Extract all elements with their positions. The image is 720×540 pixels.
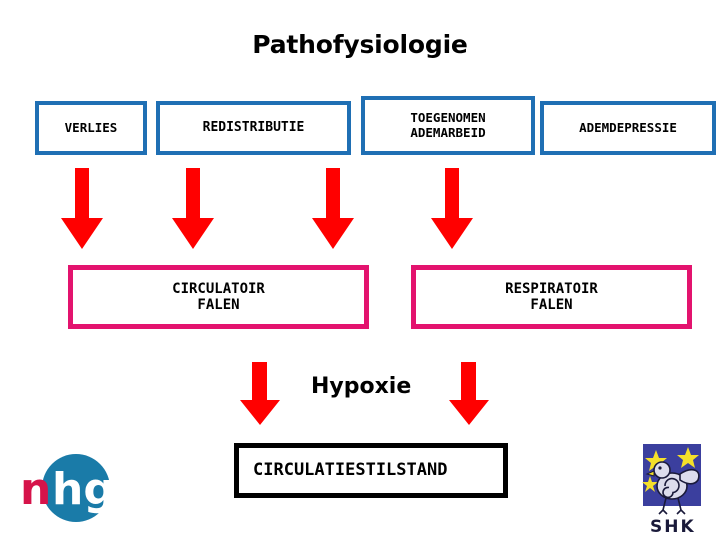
down-arrow-1 — [60, 168, 104, 250]
cause-box-toegenomen-ademarbeid-line1: TOEGENOMEN — [410, 110, 486, 126]
nhg-logo: n hg — [18, 452, 128, 528]
down-arrow-5 — [239, 362, 281, 426]
failure-box-circulatoir-line2: FALEN — [197, 297, 240, 313]
cause-box-toegenomen-ademarbeid-line2: ADEMARBEID — [410, 124, 486, 140]
outcome-box-circulatiestilstand[interactable]: CIRCULATIESTILSTAND — [234, 443, 508, 498]
failure-box-respiratoir-line2: FALEN — [530, 297, 573, 313]
cause-box-toegenomen-ademarbeid[interactable]: TOEGENOMEN ADEMARBEID — [361, 96, 535, 155]
failure-box-circulatoir-line1: CIRCULATOIR — [172, 280, 265, 297]
failure-box-respiratoir[interactable]: RESPIRATOIR FALEN — [411, 265, 692, 329]
cause-box-verlies-label: VERLIES — [64, 119, 118, 135]
down-arrow-3 — [311, 168, 355, 250]
cause-box-redistributie[interactable]: REDISTRIBUTIE — [156, 101, 351, 155]
outcome-box-label: CIRCULATIESTILSTAND — [253, 459, 448, 480]
shk-bird-spiral — [662, 477, 680, 499]
down-arrow-4 — [430, 168, 474, 250]
shk-bird-leg-left — [658, 497, 668, 515]
shk-caption: SHK — [650, 517, 696, 536]
down-arrow-2 — [171, 168, 215, 250]
hypoxie-label: Hypoxie — [311, 374, 412, 399]
shk-bird-beak — [645, 470, 655, 477]
shk-logo: SHK — [632, 438, 714, 536]
page-title: Pathofysiologie — [252, 30, 468, 59]
shk-bird-head — [653, 461, 671, 479]
down-arrow-6 — [448, 362, 490, 426]
nhg-circle — [42, 454, 110, 522]
cause-box-ademdepressie-label: ADEMDEPRESSIE — [579, 119, 677, 135]
failure-box-respiratoir-line1: RESPIRATOIR — [505, 280, 598, 297]
cause-box-ademdepressie[interactable]: ADEMDEPRESSIE — [540, 101, 716, 155]
shk-star-3 — [642, 476, 658, 492]
nhg-letter-n: n — [20, 464, 51, 515]
shk-bird-wing — [679, 468, 700, 485]
shk-star-2 — [677, 447, 699, 468]
nhg-letters-hg: hg — [52, 464, 115, 515]
shk-bird-eye — [658, 466, 662, 470]
cause-box-verlies[interactable]: VERLIES — [35, 101, 147, 155]
failure-box-circulatoir[interactable]: CIRCULATOIR FALEN — [68, 265, 369, 329]
shk-bird-leg-right — [676, 497, 686, 515]
cause-box-redistributie-label: REDISTRIBUTIE — [202, 119, 305, 135]
